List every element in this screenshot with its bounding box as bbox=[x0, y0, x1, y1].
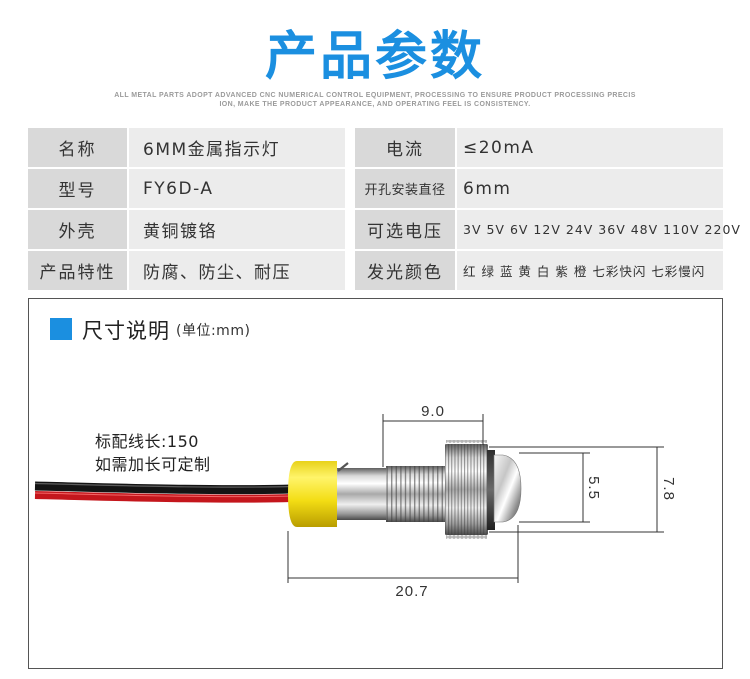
spec-row: 开孔安装直径 6mm bbox=[355, 169, 723, 208]
spec-label: 电流 bbox=[355, 128, 455, 167]
spec-row: 电流 ≤20mA bbox=[355, 128, 723, 167]
spec-value: 3V 5V 6V 12V 24V 36V 48V 110V 220V bbox=[457, 210, 740, 249]
spec-row: 外壳 黄铜镀铬 bbox=[28, 210, 345, 249]
spec-label: 产品特性 bbox=[28, 251, 127, 290]
dimension-label: 20.7 bbox=[395, 583, 428, 600]
knurl-grooves bbox=[445, 444, 488, 535]
wire-length-note: 标配线长:150 如需加长可定制 bbox=[95, 430, 211, 476]
spec-label: 名称 bbox=[28, 128, 127, 167]
spec-value: ≤20mA bbox=[457, 128, 723, 167]
page-title: 产品参数 bbox=[264, 27, 485, 87]
spec-table-right: 电流 ≤20mA 开孔安装直径 6mm 可选电压 3V 5V 6V 12V 24… bbox=[355, 128, 740, 292]
washer bbox=[487, 450, 495, 530]
knurled-nut-bottom-bumps bbox=[446, 533, 487, 539]
wire-black bbox=[34, 481, 293, 495]
spec-value: 红 绿 蓝 黄 白 紫 橙 七彩快闪 七彩慢闪 bbox=[457, 251, 723, 290]
body-sleeve bbox=[332, 468, 388, 520]
dome-lens bbox=[493, 454, 522, 523]
subtitle-line: ION, MAKE THE PRODUCT APPEARANCE, AND OP… bbox=[219, 100, 531, 108]
spec-value: 6MM金属指示灯 bbox=[129, 128, 345, 167]
page-subtitle: ALL METAL PARTS ADOPT ADVANCED CNC NUMER… bbox=[0, 92, 750, 109]
spec-row: 产品特性 防腐、防尘、耐压 bbox=[28, 251, 345, 290]
spec-value: 6mm bbox=[457, 169, 723, 208]
knurled-nut-top-bumps bbox=[446, 440, 487, 446]
spec-value: 防腐、防尘、耐压 bbox=[129, 251, 345, 290]
spec-label: 发光颜色 bbox=[355, 251, 455, 290]
cap-edge-mark bbox=[337, 462, 349, 472]
wire-red-highlight bbox=[34, 492, 293, 498]
spec-row: 型号 FY6D-A bbox=[28, 169, 345, 208]
indicator-light-image bbox=[34, 440, 522, 539]
dimension-unit: (单位:mm) bbox=[176, 323, 251, 339]
thread-grooves bbox=[386, 466, 446, 522]
dimension-label: 9.0 bbox=[421, 403, 445, 420]
spec-value: 黄铜镀铬 bbox=[129, 210, 345, 249]
dimension-heading: 尺寸说明 (单位:mm) bbox=[82, 316, 250, 344]
spec-label: 型号 bbox=[28, 169, 127, 208]
dimension-title: 尺寸说明 bbox=[82, 319, 170, 343]
dimension-lines bbox=[287, 414, 664, 583]
wire-red bbox=[34, 491, 293, 503]
dimension-label: 7.8 bbox=[660, 477, 677, 501]
spec-label: 开孔安装直径 bbox=[355, 169, 455, 208]
yellow-cap bbox=[288, 461, 337, 527]
dimension-label: 5.5 bbox=[585, 476, 602, 500]
subtitle-line: ALL METAL PARTS ADOPT ADVANCED CNC NUMER… bbox=[114, 92, 636, 99]
spec-row: 名称 6MM金属指示灯 bbox=[28, 128, 345, 167]
wire-note-line: 如需加长可定制 bbox=[95, 455, 211, 474]
square-icon bbox=[50, 318, 72, 340]
spec-table-left: 名称 6MM金属指示灯 型号 FY6D-A 外壳 黄铜镀铬 产品特性 防腐、防尘… bbox=[28, 128, 345, 292]
spec-label: 外壳 bbox=[28, 210, 127, 249]
wire-black-highlight bbox=[34, 482, 293, 488]
spec-value: FY6D-A bbox=[129, 169, 345, 208]
spec-label: 可选电压 bbox=[355, 210, 455, 249]
dimension-panel: 尺寸说明 (单位:mm) 标配线长:150 如需加长可定制 bbox=[28, 298, 723, 669]
spec-row: 可选电压 3V 5V 6V 12V 24V 36V 48V 110V 220V bbox=[355, 210, 740, 249]
spec-row: 发光颜色 红 绿 蓝 黄 白 紫 橙 七彩快闪 七彩慢闪 bbox=[355, 251, 723, 290]
dimension-drawing: 9.0 20.7 5.5 7.8 bbox=[34, 403, 677, 600]
wire-note-line: 标配线长:150 bbox=[95, 432, 199, 451]
